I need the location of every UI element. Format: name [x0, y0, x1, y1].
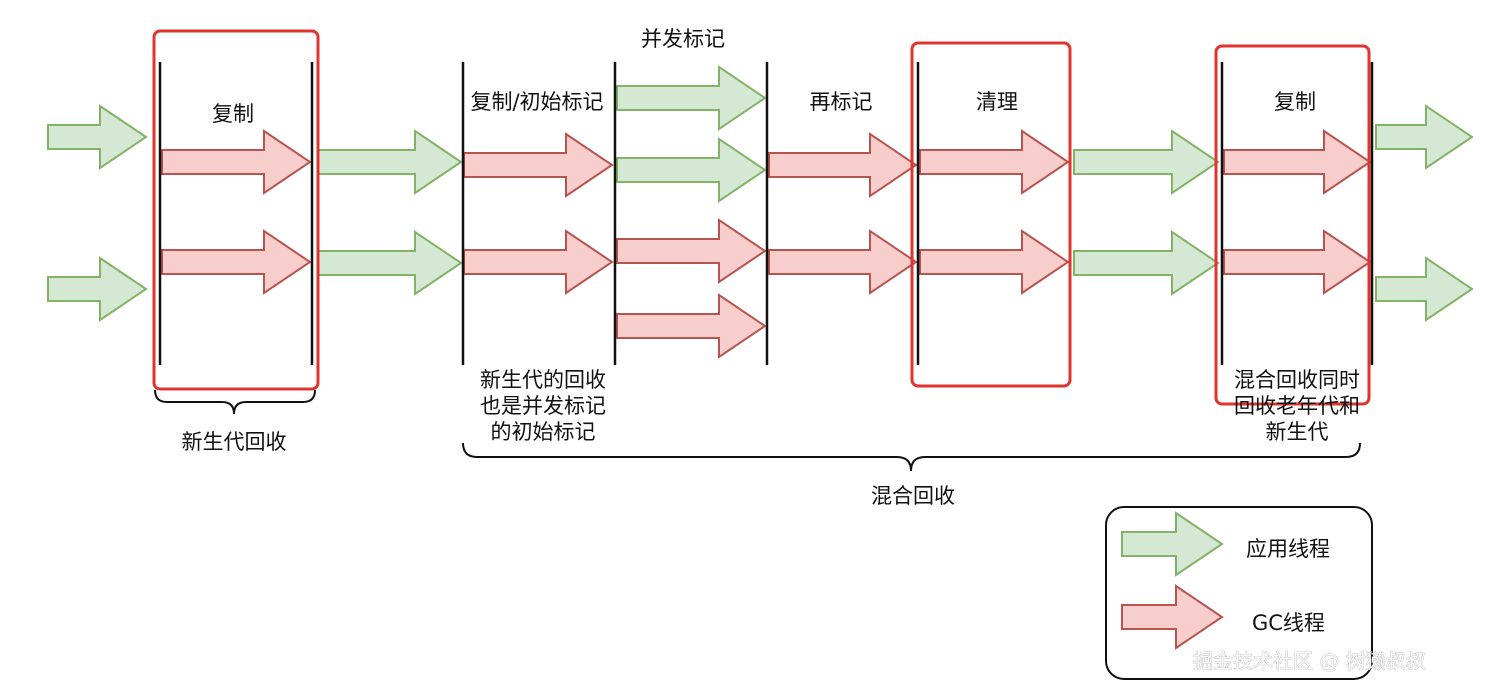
legend-arrows	[1121, 511, 1224, 650]
gc-thread-arrow	[768, 132, 918, 198]
gc-thread-arrow	[1223, 229, 1372, 295]
braces	[154, 389, 1361, 472]
app-thread-arrow	[1073, 230, 1220, 296]
gc-thread-arrow	[1223, 129, 1372, 195]
phase-label-mixed-copy: 复制	[1274, 90, 1316, 114]
app-thread-arrow	[317, 230, 463, 296]
brace-label-mixed-gc: 混合回收	[871, 484, 955, 508]
note-line: 的初始标记	[491, 420, 596, 444]
note-line: 也是并发标记	[480, 394, 606, 418]
app-thread-arrow	[47, 104, 148, 170]
gc-thread-arrow	[463, 229, 614, 295]
highlight-boxes	[152, 29, 1371, 406]
gc-thread-arrow	[768, 229, 918, 295]
phase-label-remark: 再标记	[810, 90, 873, 114]
legend-gc-thread-arrow	[1121, 584, 1224, 650]
brace-label-young-gc: 新生代回收	[182, 430, 287, 454]
legend-label-app-thread: 应用线程	[1246, 537, 1330, 561]
phase-label-young-copy: 复制	[212, 102, 254, 126]
app-thread-arrow	[1073, 129, 1220, 195]
app-thread-arrow	[317, 129, 463, 195]
phase-label-cleanup: 清理	[976, 90, 1018, 114]
app-thread-arrow	[616, 65, 767, 131]
legend: 应用线程 GC线程	[1105, 506, 1373, 680]
note-line: 新生代的回收	[480, 368, 606, 392]
note-line: 混合回收同时	[1234, 368, 1360, 392]
gc-thread-arrow	[919, 229, 1070, 295]
note-initial-mark: 新生代的回收 也是并发标记 的初始标记	[480, 368, 606, 444]
note-line: 回收老年代和	[1234, 394, 1360, 418]
note-mixed-copy: 混合回收同时 回收老年代和 新生代	[1234, 368, 1360, 444]
gc-thread-arrow	[919, 129, 1070, 195]
app-thread-arrow	[1375, 256, 1474, 322]
phase-label-initial-mark: 复制/初始标记	[470, 90, 603, 114]
gc-thread-arrow	[161, 229, 312, 295]
legend-app-thread-arrow	[1121, 511, 1224, 577]
gc-thread-arrow	[463, 132, 614, 198]
gc-thread-arrow	[616, 293, 767, 359]
thread-arrows	[47, 65, 1474, 359]
gc-thread-arrow	[161, 129, 312, 195]
note-line: 新生代	[1266, 420, 1329, 444]
brace-young-gc	[154, 389, 316, 415]
phase-label-concurrent-mark: 并发标记	[641, 27, 725, 51]
legend-label-gc-thread: GC线程	[1252, 611, 1325, 635]
highlight-young-copy	[152, 29, 320, 391]
app-thread-arrow	[1375, 104, 1474, 170]
brace-mixed-gc	[462, 442, 1361, 472]
gc-thread-arrow	[616, 218, 767, 284]
app-thread-arrow	[47, 256, 148, 322]
phase-separators	[158, 62, 1374, 365]
highlight-mixed-copy	[1214, 44, 1371, 406]
watermark: 掘金技术社区 @ 树獭叔叔	[1193, 649, 1426, 673]
app-thread-arrow	[616, 137, 767, 203]
highlight-cleanup	[910, 41, 1072, 388]
